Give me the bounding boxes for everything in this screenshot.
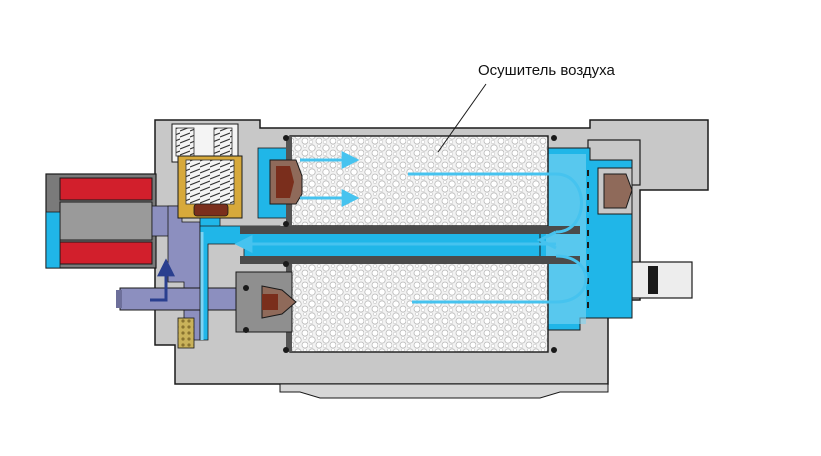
end-cap-valve (597, 167, 633, 215)
filter-insert (177, 317, 195, 349)
o-ring-seals (243, 135, 557, 353)
center-rod-lower (240, 256, 580, 264)
inlet-check-valve (269, 159, 303, 205)
desiccant-cartridge-upper (286, 135, 549, 227)
flow-arrows (200, 151, 588, 340)
flow-arrow-return-lower (555, 254, 588, 304)
intake-arrow (150, 258, 175, 302)
callout-leader-line (437, 83, 487, 153)
solenoid (45, 173, 179, 269)
outlet-check-valve (235, 271, 297, 333)
flow-arrow-return-upper (555, 172, 583, 234)
desiccant-cartridge-lower (286, 261, 549, 353)
regeneration-valve (171, 123, 243, 229)
center-rod-upper (240, 226, 580, 234)
callout-label-air-dryer: Осушитель воздуха (478, 62, 615, 79)
